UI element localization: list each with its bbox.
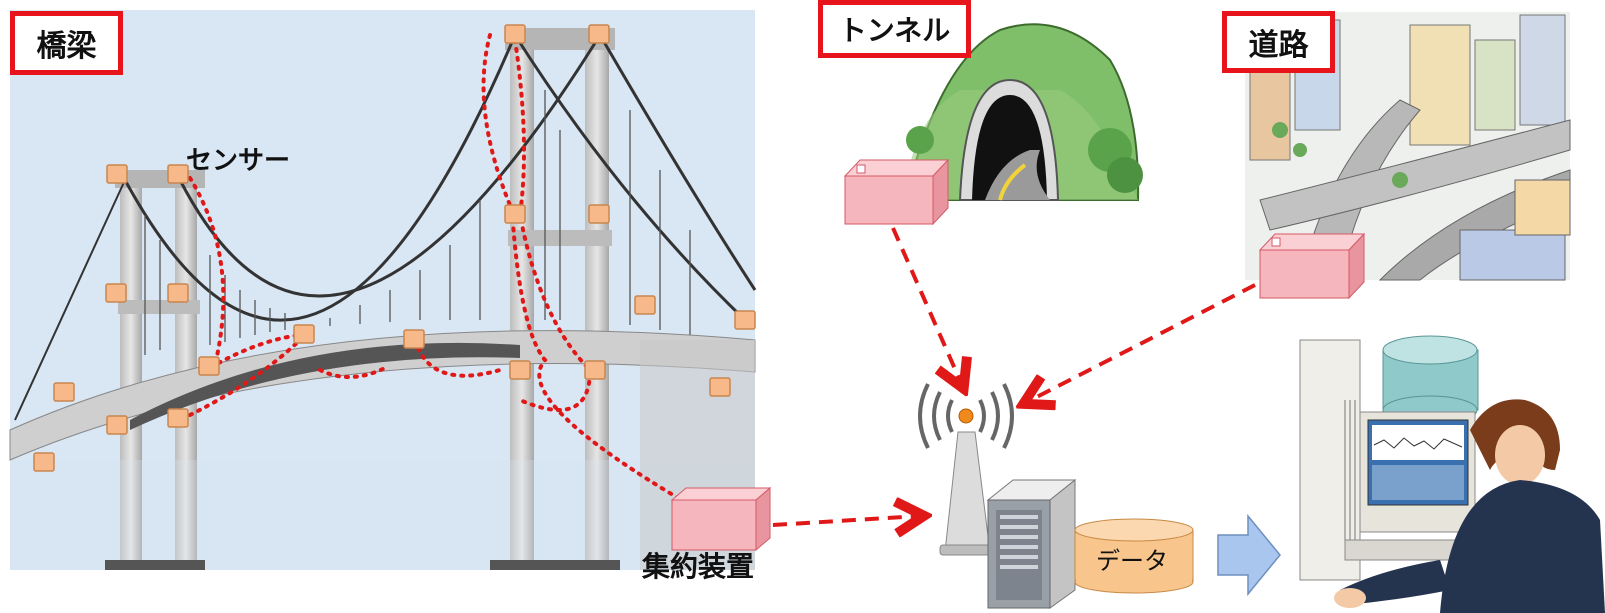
sensor-box-icon	[167, 164, 189, 184]
wireless-antenna-icon	[918, 383, 1014, 556]
sensor-label: センサー	[186, 146, 291, 176]
flow-arrow-icon	[1217, 513, 1281, 597]
database-cylinder-icon	[1074, 518, 1194, 594]
tunnel-illustration	[903, 23, 1143, 201]
road-label: 道路	[1222, 11, 1335, 73]
sensor-box-icon	[167, 408, 189, 428]
aggregator-label: 集約装置	[642, 550, 755, 583]
wireless-transmission-arrows	[772, 227, 1256, 525]
sensor-box-icon	[584, 360, 606, 380]
sensor-box-icon	[106, 415, 128, 435]
sensor-network-dotted-lines	[188, 33, 692, 507]
operator-workstation-icon	[1299, 335, 1605, 613]
server-icon	[986, 478, 1077, 609]
bridge-label-text: 橋梁	[36, 29, 97, 64]
sensor-box-icon	[588, 24, 610, 44]
sensor-box-icon	[403, 329, 425, 349]
sensor-box-icon	[53, 382, 75, 402]
bridge-sensors	[33, 24, 756, 472]
sensor-box-icon	[105, 283, 127, 303]
aggregator-device-icon	[1258, 232, 1366, 300]
sensor-box-icon	[167, 283, 189, 303]
sensor-box-icon	[634, 295, 656, 315]
sensor-box-icon	[33, 452, 55, 472]
data-label: データ	[1096, 547, 1168, 575]
road-to-antenna-arrow	[1027, 283, 1256, 402]
tunnel-to-antenna-arrow	[891, 227, 962, 385]
sensor-box-icon	[106, 164, 128, 184]
sensor-box-icon	[588, 204, 610, 224]
tunnel-label-text: トンネル	[838, 14, 951, 47]
sensor-box-icon	[504, 204, 526, 224]
sensor-box-icon	[709, 377, 731, 397]
bridge-label: 橋梁	[10, 11, 123, 75]
tunnel-label: トンネル	[818, 0, 971, 58]
sensor-box-icon	[504, 24, 526, 44]
road-label-text: 道路	[1248, 28, 1309, 63]
sensor-box-icon	[198, 356, 220, 376]
aggregator-to-antenna-arrow	[772, 516, 920, 525]
sensor-box-icon	[509, 360, 531, 380]
sensor-box-icon	[734, 310, 756, 330]
aggregator-device-icon	[843, 158, 950, 226]
sensor-box-icon	[293, 324, 315, 344]
aggregator-device-icon	[670, 486, 772, 552]
